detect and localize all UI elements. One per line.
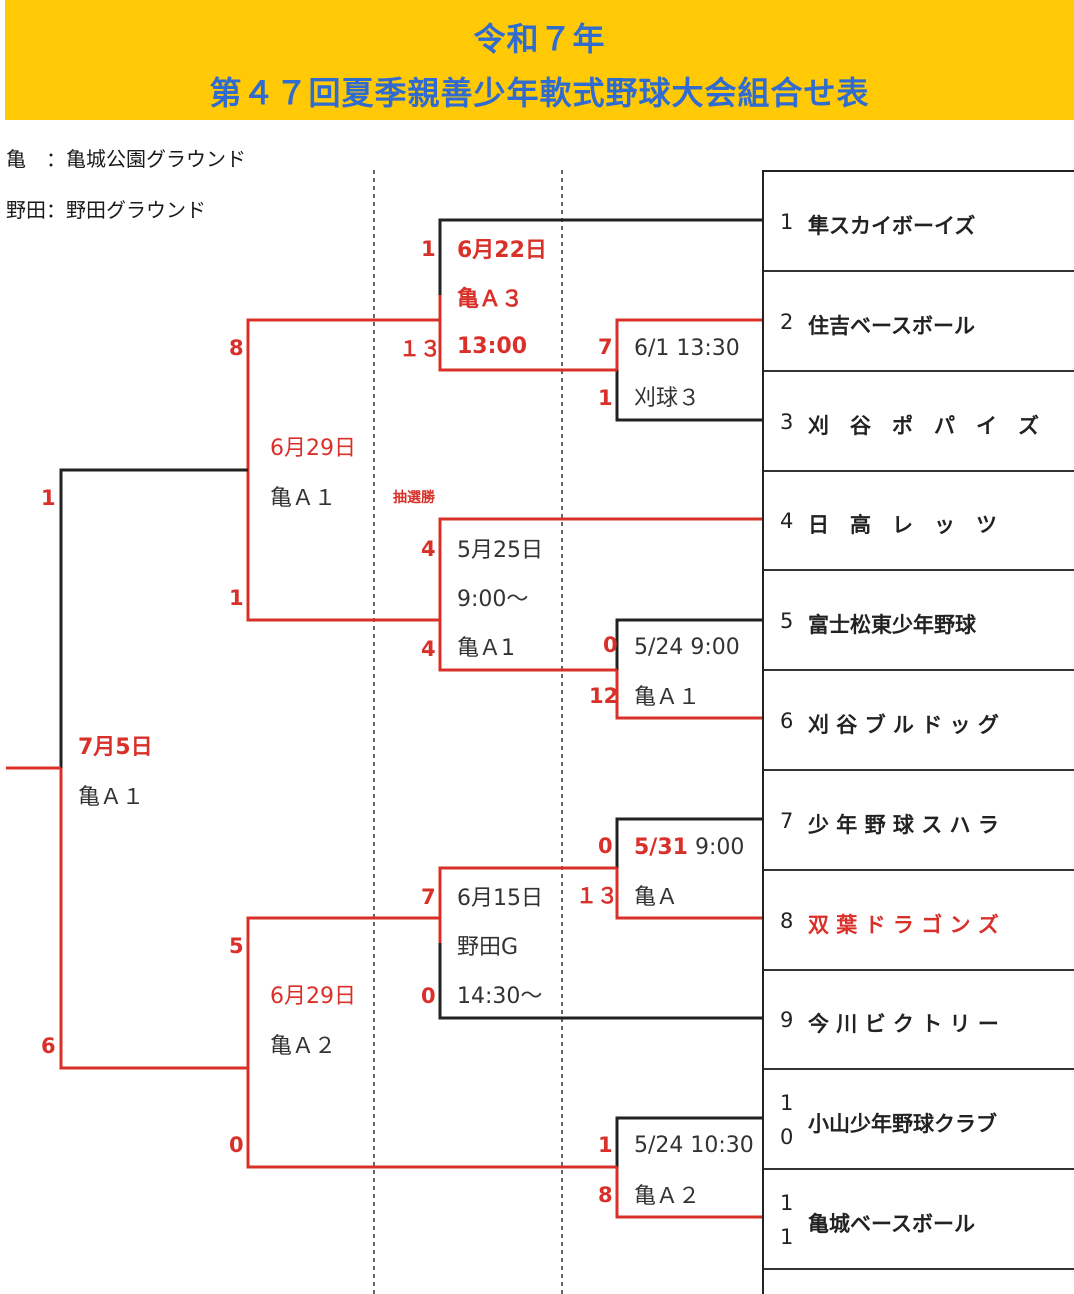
lottery-win-note: 抽選勝 [393, 489, 436, 506]
score-r1-1011-bottom: 8 [598, 1183, 613, 1207]
match-r1-78-date: 5/31 9:00 [634, 835, 744, 860]
team-number: 1 0 [780, 1091, 794, 1150]
score-sf-2-top: 5 [229, 934, 244, 958]
team-row: 7 少 年 野 球 ス ハ ラ [764, 771, 1074, 871]
match-r1-78-date-time: 9:00 [688, 835, 744, 860]
team-number: 1 [780, 210, 794, 234]
legend-venue-noda: 野田：野田グラウンド [6, 198, 206, 222]
team-number: 2 [780, 309, 794, 334]
match-sf-2-date: 6月29日 [270, 984, 356, 1009]
match-r2-2-time: 9:00～ [457, 587, 528, 612]
match-r2-3-date: 6月15日 [457, 886, 543, 911]
title-year: 令和７年 [473, 20, 606, 58]
match-final-date: 7月5日 [78, 735, 153, 760]
score-r1-56-bottom: 12 [589, 684, 618, 708]
match-r1-78-venue: 亀Ａ [634, 885, 678, 910]
score-r1-78-top: 0 [598, 834, 613, 858]
team-row: 5 富士松東少年野球 [764, 571, 1074, 672]
match-r1-1011-venue: 亀Ａ２ [634, 1184, 700, 1209]
title-tournament: 第４７回夏季親善少年軟式野球大会組合せ表 [209, 74, 870, 112]
score-r2-2-bottom: 4 [421, 637, 436, 661]
team-number: 1 1 [780, 1191, 794, 1249]
match-sf-2-venue: 亀Ａ２ [270, 1034, 336, 1059]
team-name: 刈 谷 ブ ル ド ッ グ [808, 713, 999, 737]
team-number: 4 [780, 509, 794, 534]
team-row: 4 日 高 レ ッ ツ [764, 471, 1074, 572]
score-r1-56-top: 0 [603, 633, 618, 657]
team-number: 3 [780, 409, 794, 434]
score-sf-1-top: 8 [229, 336, 244, 360]
team-row: 1 1 亀城ベースボール [764, 1170, 1074, 1270]
match-r2-1-time: 13:00 [457, 334, 527, 359]
match-r1-23-venue: 刈球３ [634, 386, 700, 411]
team-name: 双 葉 ド ラ ゴ ン ズ [808, 912, 999, 937]
score-sf-1-bottom: 1 [229, 586, 244, 610]
match-r2-3-venue: 野田G [457, 935, 518, 960]
team-number: 8 [780, 908, 794, 933]
match-sf-1-venue: 亀Ａ１ [270, 486, 336, 511]
team-name: 日 高 レ ッ ツ [808, 513, 997, 538]
match-r1-78-date-day: 5/31 [634, 835, 688, 860]
score-r1-23-top: 7 [598, 335, 613, 359]
match-r2-3-time: 14:30～ [457, 984, 542, 1009]
team-row: 6 刈 谷 ブ ル ド ッ グ [764, 671, 1074, 771]
match-r1-56-date: 5/24 9:00 [634, 635, 740, 660]
score-r2-2-top: 4 [421, 537, 436, 561]
team-name: 富士松東少年野球 [808, 613, 976, 638]
match-r2-2-venue: 亀Ａ1 [457, 636, 515, 661]
team-list: 1 隼スカイボーイズ 2 住吉ベースボール 3 刈 谷 ポ パ イ ズ 4 日 高 レ ッ ツ… [762, 170, 1074, 1294]
match-r1-56-venue: 亀Ａ１ [634, 685, 700, 710]
team-row: 9 今 川 ビ ク ト リ ー [764, 970, 1074, 1071]
team-row: 8 双 葉 ド ラ ゴ ン ズ [764, 871, 1074, 971]
team-row: 1 隼スカイボーイズ [764, 172, 1074, 272]
title-banner [5, 0, 1074, 120]
team-number: 6 [780, 709, 794, 733]
match-r2-1-venue: 亀Ａ３ [457, 286, 523, 312]
score-r1-23-bottom: 1 [598, 386, 613, 410]
match-sf-1-date: 6月29日 [270, 436, 356, 461]
score-r2-1-bottom: １３ [399, 337, 441, 361]
team-name: 小山少年野球クラブ [808, 1112, 997, 1137]
team-name: 隼スカイボーイズ [808, 214, 976, 238]
match-r1-1011-date: 5/24 10:30 [634, 1133, 754, 1158]
team-row: 3 刈 谷 ポ パ イ ズ [764, 372, 1074, 472]
match-r2-1-date: 6月22日 [457, 238, 547, 263]
team-name: 亀城ベースボール [808, 1212, 975, 1236]
team-name: 住吉ベースボール [808, 313, 975, 338]
team-name: 今 川 ビ ク ト リ ー [808, 1012, 999, 1037]
score-r1-1011-top: 1 [598, 1133, 613, 1157]
match-r1-23-date: 6/1 13:30 [634, 336, 740, 361]
team-number: 9 [780, 1008, 794, 1033]
score-r1-78-bottom: １３ [576, 884, 618, 908]
score-sf-2-bottom: 0 [229, 1133, 244, 1157]
match-r2-2-date: 5月25日 [457, 538, 543, 563]
team-name: 刈 谷 ポ パ イ ズ [808, 413, 1039, 438]
score-r2-3-bottom: 0 [421, 984, 436, 1008]
team-number: 5 [780, 609, 794, 634]
match-final-venue: 亀Ａ１ [78, 785, 144, 810]
legend-venue-kame: 亀 ：亀城公園グラウンド [6, 147, 246, 171]
team-name: 少 年 野 球 ス ハ ラ [808, 812, 999, 837]
team-row: 1 0 小山少年野球クラブ [764, 1070, 1074, 1171]
score-final-bottom: 6 [41, 1034, 56, 1058]
team-number: 7 [780, 808, 794, 833]
score-r2-3-top: 7 [421, 885, 436, 909]
score-r2-1-top: 1 [421, 237, 436, 261]
team-row: 2 住吉ベースボール [764, 272, 1074, 372]
score-final-top: 1 [41, 486, 56, 510]
